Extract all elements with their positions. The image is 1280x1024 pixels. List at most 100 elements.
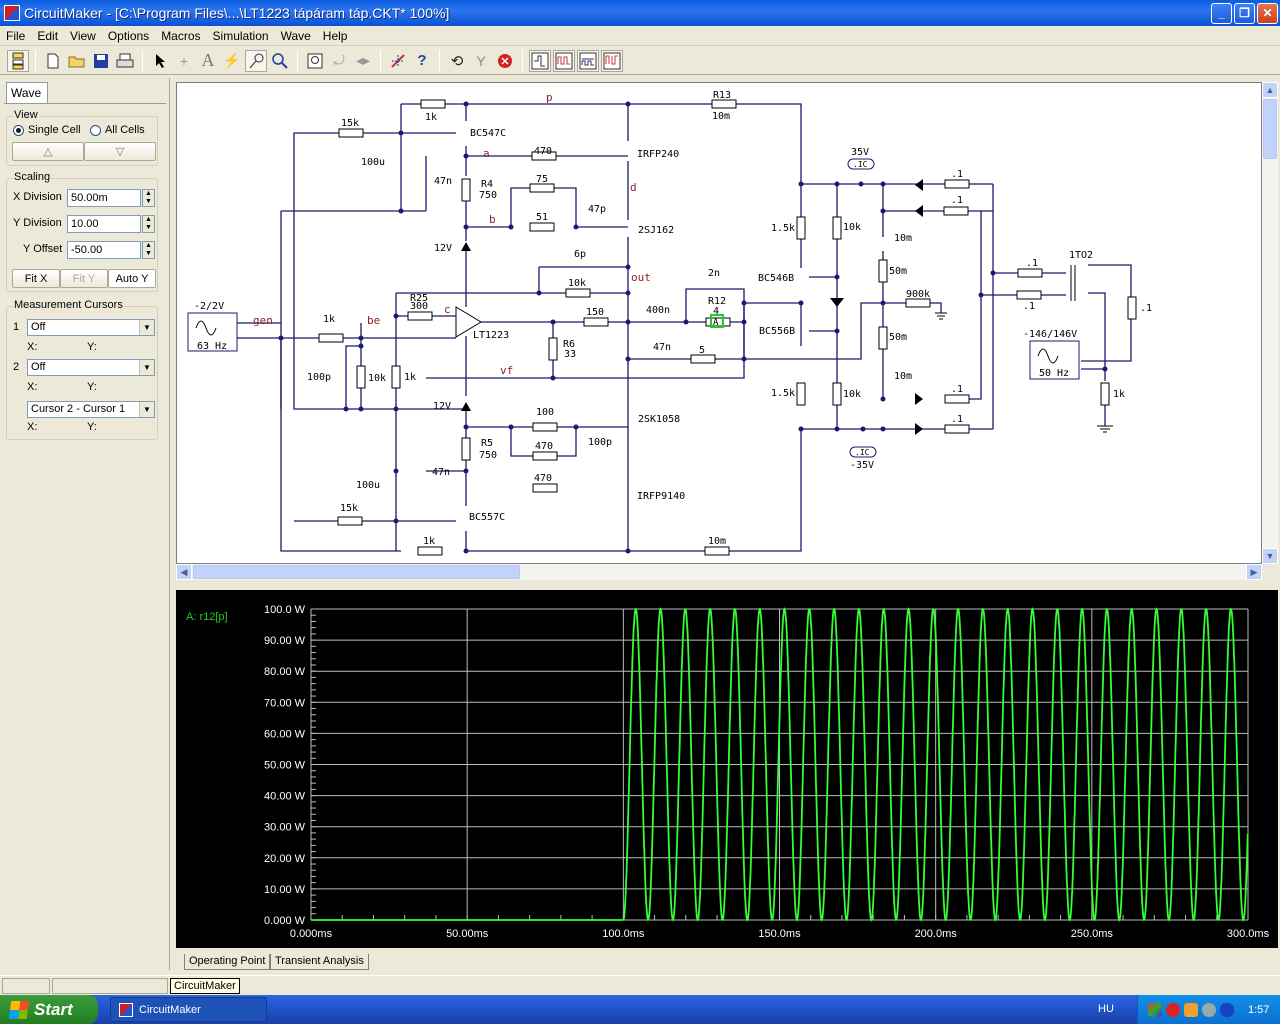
help-icon[interactable]: ? [417,52,427,69]
menu-help[interactable]: Help [322,28,348,43]
parts-bin-icon[interactable] [7,49,29,72]
svg-text:4: 4 [713,306,719,317]
schematic-vertical-scrollbar[interactable]: ▲ ▼ [1262,82,1278,564]
y-division-input[interactable]: 10.00 [67,215,141,233]
cursor-diff-select[interactable]: Cursor 2 - Cursor 1▼ [27,401,155,418]
y-tick-label: 30.00 W [264,822,306,834]
fit-y-button[interactable]: Fit Y [60,269,108,288]
svg-text:d: d [630,181,637,194]
toolbar-separator [142,49,143,72]
svg-text:vf: vf [500,364,513,377]
network-icon[interactable] [1148,1002,1162,1017]
chevron-down-icon[interactable]: ▼ [139,402,154,417]
mains-source[interactable] [1029,340,1080,380]
cursor-2-select[interactable]: Off▼ [27,359,155,376]
cell-up-button[interactable]: △ [12,142,84,161]
cell-down-button[interactable]: ▽ [84,142,156,161]
start-button[interactable]: Start [0,995,98,1024]
minimize-button[interactable]: _ [1211,2,1232,24]
svg-text:1k: 1k [323,314,335,325]
device-icon[interactable] [1202,1002,1216,1017]
svg-text:-146/146V: -146/146V [1023,329,1077,340]
restore-button[interactable]: ❐ [1234,2,1255,24]
menu-options[interactable]: Options [107,28,150,43]
rotate-icon[interactable]: ⤾ [333,52,345,68]
fit-x-button[interactable]: Fit X [12,269,60,288]
single-cell-radio[interactable]: Single Cell [13,124,81,136]
svg-text:150: 150 [586,307,604,318]
reset-icon[interactable]: ⟲ [450,52,464,70]
auto-y-button[interactable]: Auto Y [108,269,156,288]
chevron-down-icon[interactable]: ▼ [139,360,154,375]
chevron-down-icon[interactable]: ▼ [139,320,154,335]
taskbar-item-circuitmaker[interactable]: CircuitMaker [110,997,267,1022]
waveform-3-icon[interactable] [577,49,599,72]
x-tick-label: 0.000ms [290,928,333,940]
waveform-2-icon[interactable] [553,49,575,72]
x-division-input[interactable]: 50.00m [67,189,141,207]
vertical-scroll-thumb[interactable] [1263,99,1277,159]
print-icon[interactable] [114,50,136,72]
toolbar-separator [35,49,36,72]
tab-wave[interactable]: Wave [6,82,48,103]
menu-macros[interactable]: Macros [161,28,201,43]
scroll-left-icon[interactable]: ◀ [176,564,192,580]
stop-icon[interactable] [494,50,516,72]
cursor-1-select[interactable]: Off▼ [27,319,155,336]
trace-icon[interactable]: Y [476,52,486,69]
close-button[interactable]: ✕ [1257,2,1278,24]
y-division-spinner[interactable]: ▲▼ [142,215,155,233]
scroll-up-icon[interactable]: ▲ [1262,82,1278,98]
search-parts-icon[interactable] [304,50,326,72]
bluetooth-icon[interactable] [1220,1002,1234,1017]
save-icon[interactable] [90,50,112,72]
signal-generator[interactable] [187,312,238,352]
menu-wave[interactable]: Wave [280,28,311,43]
svg-text:33: 33 [564,349,576,360]
volume-icon[interactable] [1184,1002,1198,1017]
schematic-horizontal-scrollbar[interactable]: ◀ ▶ [176,564,1262,580]
new-file-icon[interactable] [42,50,64,72]
text-tool-icon[interactable]: A [201,50,215,70]
all-cells-radio[interactable]: All Cells [89,124,145,136]
y-offset-input[interactable]: -50.00 [67,241,141,259]
probe-tool-icon[interactable] [245,49,267,72]
waveform-1-icon[interactable] [529,49,551,72]
taskbar-item-label: CircuitMaker [139,1003,201,1016]
probe-lightning-icon[interactable]: ⚡ [223,52,241,68]
probe-marker[interactable] [710,314,724,328]
svg-text:10m: 10m [712,111,730,122]
tab-transient-analysis[interactable]: Transient Analysis [270,954,369,970]
app-icon [119,1002,133,1017]
menu-edit[interactable]: Edit [37,28,59,43]
svg-text:.1: .1 [951,384,963,395]
menu-simulation[interactable]: Simulation [212,28,269,43]
menu-file[interactable]: File [6,28,26,43]
svg-text:100u: 100u [356,480,380,491]
scroll-right-icon[interactable]: ▶ [1246,564,1262,580]
security-shield-icon[interactable] [1166,1002,1180,1017]
mirror-icon[interactable]: ◂▸ [355,52,371,68]
language-indicator[interactable]: HU [1098,1003,1114,1015]
arrow-tool-icon[interactable] [149,50,171,72]
svg-text:12V: 12V [433,401,451,412]
radio-dot [13,124,24,136]
y-offset-spinner[interactable]: ▲▼ [142,241,155,259]
svg-text:470: 470 [534,146,552,157]
schematic-canvas[interactable]: 15k 1k BC547C 100u 47n R4 750 470 IRFP24… [176,82,1262,564]
zoom-tool-icon[interactable] [269,50,291,72]
x-division-spinner[interactable]: ▲▼ [142,189,155,207]
waveform-4-icon[interactable] [601,49,623,72]
diodes [461,179,923,435]
wire-tool-icon[interactable]: + [179,52,189,69]
scroll-down-icon[interactable]: ▼ [1262,548,1278,564]
digital-analog-icon[interactable] [387,50,409,72]
svg-text:BC556B: BC556B [759,326,795,337]
menu-view[interactable]: View [70,28,96,43]
windows-logo-icon [8,1000,30,1019]
open-folder-icon[interactable] [66,50,88,72]
x-tick-label: 100.0ms [602,928,645,940]
tab-operating-point[interactable]: Operating Point [184,954,271,970]
horizontal-scroll-thumb[interactable] [193,565,520,579]
